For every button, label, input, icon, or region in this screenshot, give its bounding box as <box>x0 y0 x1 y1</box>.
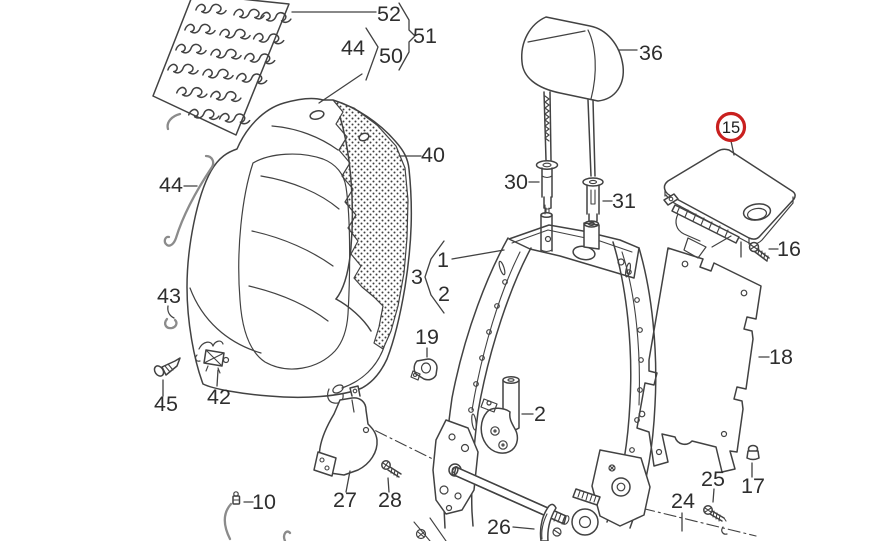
headrest-36 <box>521 16 624 215</box>
actuator-2 <box>480 376 520 454</box>
frame-crossmember <box>508 211 640 279</box>
callout-43[interactable]: 43 <box>157 284 181 308</box>
cover-seam-3 <box>248 285 329 322</box>
guide-sleeve-31 <box>582 177 604 223</box>
release-lever-26 <box>539 503 557 541</box>
callout-40[interactable]: 40 <box>421 143 445 167</box>
cover-center-panel <box>238 153 351 370</box>
recliner-right <box>552 449 651 537</box>
callout-16[interactable]: 16 <box>777 237 801 261</box>
callout-45[interactable]: 45 <box>154 392 178 416</box>
callout-18[interactable]: 18 <box>769 345 793 369</box>
callout-2-actuator[interactable]: 2 <box>534 402 546 426</box>
callout-50[interactable]: 50 <box>379 44 403 68</box>
leader-lines <box>162 2 779 532</box>
bracket-42 <box>194 340 230 374</box>
callout-24[interactable]: 24 <box>671 489 695 513</box>
callout-19[interactable]: 19 <box>415 325 439 349</box>
table-hinge <box>663 193 740 259</box>
callout-3[interactable]: 3 <box>411 265 423 289</box>
callout-26[interactable]: 26 <box>487 515 511 539</box>
seat-frame <box>413 211 657 541</box>
screw-28 <box>381 460 402 478</box>
callout-1[interactable]: 1 <box>437 248 449 272</box>
bracket-3 <box>424 240 445 314</box>
hook-43 <box>164 317 178 330</box>
side-cover-27 <box>313 385 378 477</box>
callout-17[interactable]: 17 <box>741 474 765 498</box>
callout-31[interactable]: 31 <box>612 189 636 213</box>
callout-42[interactable]: 42 <box>207 385 231 409</box>
lumbar-mat-52 <box>152 0 293 136</box>
cover-seam-1 <box>260 175 340 210</box>
folding-table-15 <box>663 148 796 259</box>
selected-callout-marker[interactable]: 15 <box>715 111 747 143</box>
callout-51[interactable]: 51 <box>413 24 437 48</box>
cover-seam-top <box>271 125 339 151</box>
screw-25 <box>703 505 728 535</box>
back-panel-18 <box>636 247 762 473</box>
bowden-cable-10 <box>223 491 292 541</box>
callout-36[interactable]: 36 <box>639 41 663 65</box>
pushpin-45 <box>153 357 181 377</box>
callout-2-group[interactable]: 2 <box>438 282 450 306</box>
callout-27[interactable]: 27 <box>333 488 357 512</box>
clip-19 <box>410 358 438 381</box>
callout-10[interactable]: 10 <box>252 490 276 514</box>
bracket-44-50 <box>365 27 379 81</box>
cover-seam-2 <box>251 230 334 267</box>
wire-rod-44 <box>163 154 215 247</box>
backrest-cover-40 <box>186 97 413 404</box>
callout-44-top[interactable]: 44 <box>341 36 365 60</box>
push-nut-17 <box>746 444 760 461</box>
callout-28[interactable]: 28 <box>378 488 402 512</box>
headrest-posts <box>543 91 596 215</box>
callout-44-left[interactable]: 44 <box>159 173 183 197</box>
mat-wire-tail <box>166 112 182 131</box>
screw-16 <box>748 241 770 262</box>
callout-52[interactable]: 52 <box>377 2 401 26</box>
callout-15[interactable]: 15 <box>722 119 740 137</box>
bracket-51 <box>398 2 416 71</box>
callout-labels: 52 51 50 44 40 44 43 45 42 36 30 31 16 1… <box>154 2 801 539</box>
guide-sleeve-30 <box>535 160 559 213</box>
callout-30[interactable]: 30 <box>504 170 528 194</box>
callout-25[interactable]: 25 <box>701 467 725 491</box>
